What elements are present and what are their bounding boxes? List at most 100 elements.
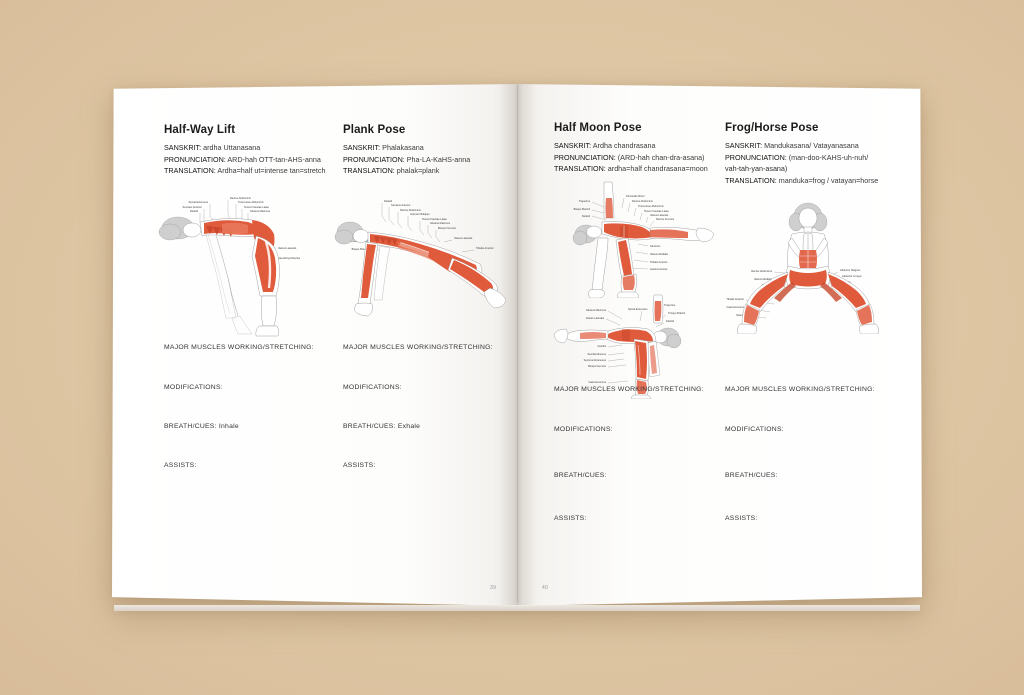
sanskrit-label: SANSKRIT: [725,141,763,150]
muscle-label: Sartorius [650,244,661,248]
muscle-label: Triceps Brachii [668,311,685,315]
muscle-label: Transverse Abdominis [638,204,664,208]
pronunciation-value: (man-doo-KAHS-uh-nuh/ [788,152,869,162]
sanskrit-label: SANSKRIT: [164,143,202,152]
entry-half-way-lift: Half-Way Lift SANSKRIT: ardha Uttanasana… [164,124,334,177]
open-book: Half-Way Lift SANSKRIT: ardha Uttanasana… [112,84,922,611]
sanskrit-label: SANSKRIT: [554,141,592,150]
translation-label: TRANSLATION: [164,166,216,176]
muscle-label: Gracilis [597,344,606,348]
muscle-label: Tensor Fasciae Latae [422,217,447,221]
muscle-label: Vastus Lateralis [650,213,669,217]
pronunciation-value: Pha-LA-KaHS-anna [406,154,471,164]
muscle-label: Biceps Brachii [352,247,369,251]
figure-body [737,202,879,334]
sanskrit-label: SANSKRIT: [343,143,381,152]
muscle-label: Internal Obliques [410,212,430,216]
translation-label: TRANSLATION: [554,164,606,174]
figure-body [572,181,715,298]
muscle-label: Gluteus Maximus [250,209,271,213]
illustration-frog-horse-pose: Rectus Abdominis Vastus Medialis Sartori… [716,194,901,334]
muscle-label: Deltoid [666,319,675,323]
field-breath-cues: BREATH/CUES: [554,472,607,479]
muscle-label: Trapezius [579,199,591,203]
pose-translation-line: TRANSLATION: Ardha=half ut=intense tan=s… [164,165,334,177]
book-page-right [517,84,922,606]
muscle-label: Tensor Fasciae Latae [244,205,269,209]
field-major-muscles: MAJOR MUSCLES WORKING/STRETCHING: [554,386,704,393]
figure-body [158,216,280,337]
field-major-muscles: MAJOR MUSCLES WORKING/STRETCHING: [725,386,875,393]
pose-title: Frog/Horse Pose [725,122,819,134]
figure-body [553,294,682,399]
field-modifications: MODIFICATIONS: [343,384,402,391]
page-number-right: 40 [542,585,549,591]
field-breath-cues: BREATH/CUES: [725,472,778,479]
muscle-label: Vastus Medialis [754,277,773,281]
muscle-label: Pectoralis Minor [626,194,645,198]
muscle-label: Biceps Femoris [438,226,457,230]
illustration-half-moon-front: Trapezius Biceps Brachii Deltoid Pectora… [550,180,720,298]
field-major-muscles: MAJOR MUSCLES WORKING/STRETCHING: [343,344,493,351]
pose-pronunciation-line-2: vah-tah-yan-asana) [725,164,788,174]
field-assists: ASSISTS: [554,515,587,522]
muscle-label: Gastrocnemius [589,380,607,384]
muscle-label: Biceps Femoris [588,364,607,368]
muscle-label: Deltoid [190,209,199,213]
muscle-label: Spinal Extensors [628,307,648,311]
muscle-label: Gastrocnemius [727,305,745,309]
pose-translation-line: TRANSLATION: ardha=half chandrasana=moon [554,163,729,175]
muscle-label: Tibialis Anterior [476,246,494,250]
muscle-label: Tibialis Anterior [726,297,744,301]
muscle-label: Spinal Extensors [189,200,209,204]
muscle-label: Semitendinosus [588,352,607,356]
muscle-label: Transverse Abdominis [238,200,264,204]
muscle-label: Gastrocnemius [650,267,668,271]
muscle-label: Deltoid [582,214,591,218]
sanskrit-value: ardha Uttanasana [203,143,261,152]
muscle-label: Semimembranosus [584,358,607,362]
translation-value: ardha=half chandrasana=moon [607,164,708,174]
muscle-label: Vastus Lateralis [278,246,297,250]
muscle-label: Adductor Magnus [840,268,861,272]
field-breath-cues: BREATH/CUES: Exhale [343,423,421,430]
pose-sanskrit-line: SANSKRIT: Ardha chandrasana [554,140,729,152]
muscle-label: Hamstring Muscles [278,256,301,260]
pose-title: Half-Way Lift [164,124,236,136]
field-assists: ASSISTS: [343,462,376,469]
muscle-label: Rectus Abdominis [230,196,251,200]
muscle-label: Gluteus Maximus [586,308,607,312]
pronunciation-label: PRONUNCIATION: [343,154,405,164]
pose-pronunciation-line: PRONUNCIATION: ARD-hah OTT-tan-AHS-anna [164,154,334,166]
field-major-muscles: MAJOR MUSCLES WORKING/STRETCHING: [164,344,314,351]
field-modifications: MODIFICATIONS: [164,384,223,391]
field-modifications: MODIFICATIONS: [554,426,613,433]
translation-value: phalak=plank [396,166,440,176]
muscle-label: Serratus Anterior [391,203,411,207]
pronunciation-value: (ARD-hah chan-dra-asana) [617,152,705,162]
page-number-left: 39 [490,585,497,591]
muscle-label: Rectus Abdominis [400,208,421,212]
sanskrit-value: Mandukasana/ Vatayanasana [764,141,859,150]
translation-value: manduka=frog / vatayan=horse [778,175,879,185]
muscle-label: Serratus Anterior [183,205,203,209]
entry-frog-horse-pose: Frog/Horse Pose SANSKRIT: Mandukasana/ V… [725,122,905,187]
pose-title: Plank Pose [343,124,406,136]
pose-sanskrit-line: SANSKRIT: ardha Uttanasana [164,142,334,154]
muscle-label: Biceps Brachii [574,207,591,211]
pronunciation-label: PRONUNCIATION: [725,152,787,162]
field-modifications: MODIFICATIONS: [725,426,784,433]
muscle-label: Rectus Femoris [656,217,675,221]
muscle-label: Trapezius [664,303,676,307]
pronunciation-value: ARD-hah OTT-tan-AHS-anna [227,154,321,164]
pose-translation-line: TRANSLATION: phalak=plank [343,165,513,177]
illustration-half-way-lift: Spinal Extensors Serratus Anterior Delto… [156,180,336,340]
muscle-label: Soleus [736,313,745,317]
illustration-plank-pose: Deltoid Serratus Anterior Rectus Abdomin… [334,192,514,322]
pose-pronunciation-line: PRONUNCIATION: Pha-LA-KaHS-anna [343,154,513,166]
muscle-label: Adductor Longus [842,274,862,278]
muscle-label: Tensor Fasciae Latae [644,209,669,213]
entry-plank-pose: Plank Pose SANSKRIT: Phalakasana PRONUNC… [343,124,513,177]
field-assists: ASSISTS: [164,462,197,469]
muscle-label: Vastus Lateralis [454,236,473,240]
